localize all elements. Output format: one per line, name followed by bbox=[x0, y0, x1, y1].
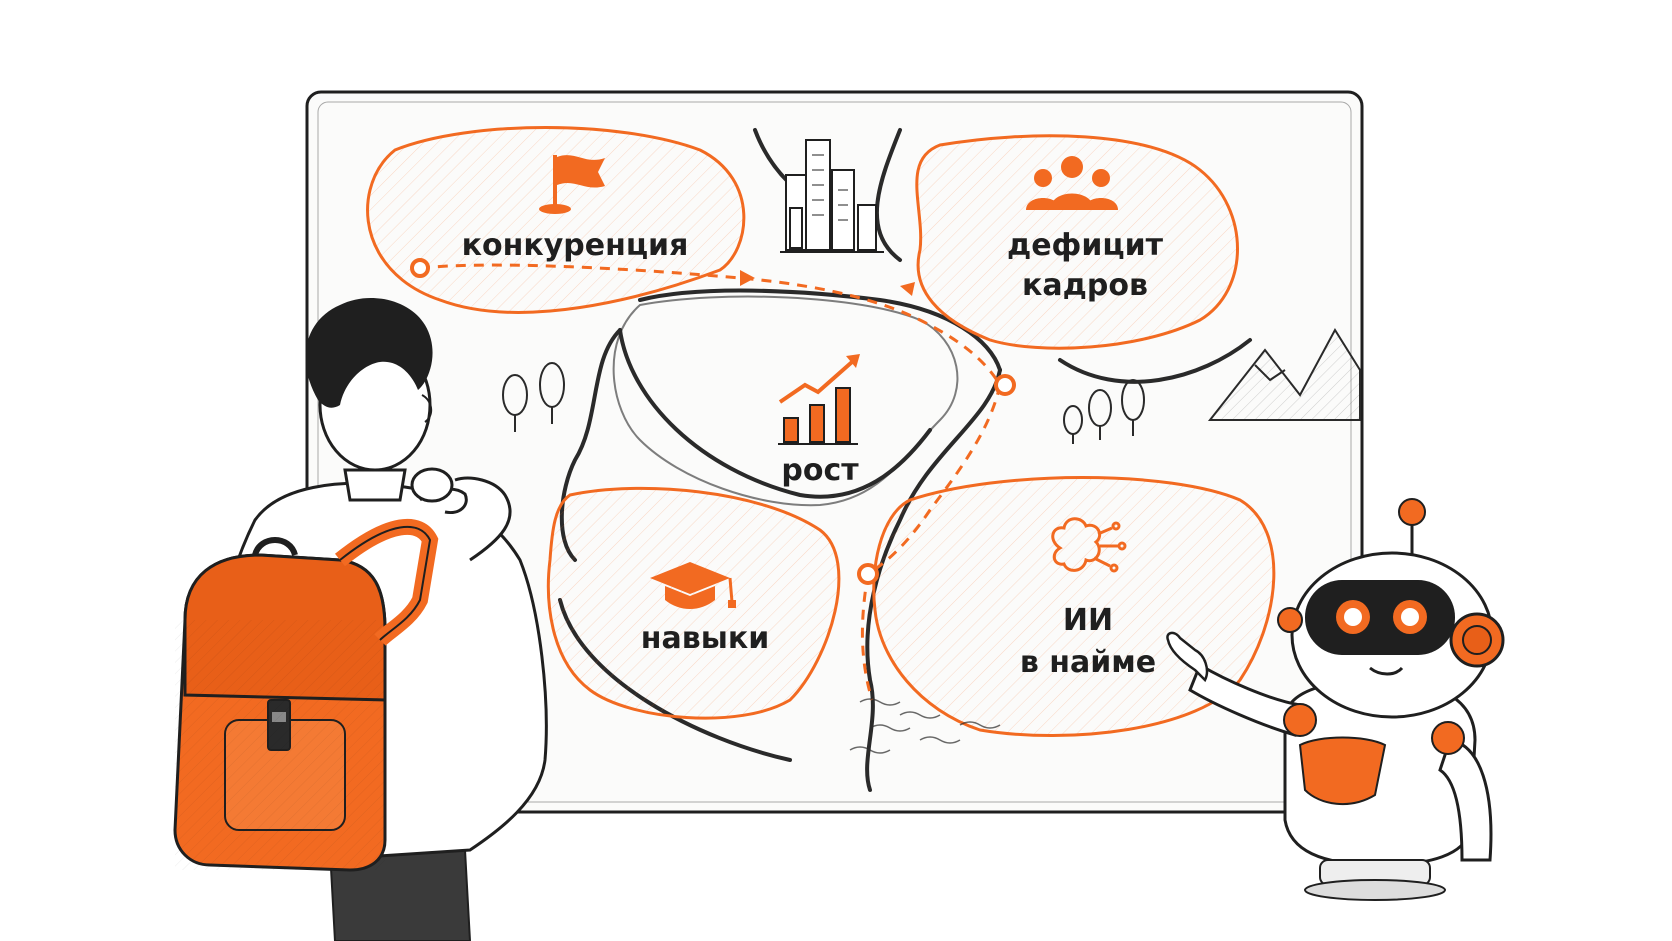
route-path bbox=[419, 263, 1002, 701]
label-ai-hiring-line2: в найме bbox=[1020, 645, 1156, 680]
region-labels: конкуренция дефицит кадров рост навыки И… bbox=[462, 228, 1164, 680]
robot-pointing-icon bbox=[1166, 498, 1505, 901]
region-ai-hiring bbox=[872, 476, 1276, 738]
trees-icon bbox=[502, 362, 1145, 444]
person-with-backpack-icon bbox=[173, 297, 548, 941]
route-arrow bbox=[900, 282, 915, 296]
growth-chart-icon bbox=[778, 354, 860, 445]
label-skills: навыки bbox=[641, 621, 769, 656]
label-growth: рост bbox=[781, 453, 859, 488]
city-buildings-icon bbox=[780, 139, 884, 253]
label-staff-shortage-line1: дефицит bbox=[1007, 228, 1164, 263]
label-competition: конкуренция bbox=[462, 228, 689, 263]
water-waves-icon bbox=[849, 698, 1001, 754]
region-staff-shortage bbox=[915, 134, 1239, 350]
flag-icon bbox=[539, 155, 605, 214]
label-staff-shortage-line2: кадров bbox=[1022, 268, 1148, 303]
graduation-cap-icon bbox=[650, 562, 736, 609]
label-ai-hiring-line1: ИИ bbox=[1063, 603, 1113, 638]
route-arrow bbox=[740, 270, 755, 286]
region-growth bbox=[612, 295, 959, 507]
mountains-icon bbox=[1207, 328, 1361, 421]
ai-brain-icon bbox=[1051, 517, 1127, 573]
people-group-icon bbox=[1026, 156, 1118, 210]
route-waypoints bbox=[410, 258, 1016, 585]
